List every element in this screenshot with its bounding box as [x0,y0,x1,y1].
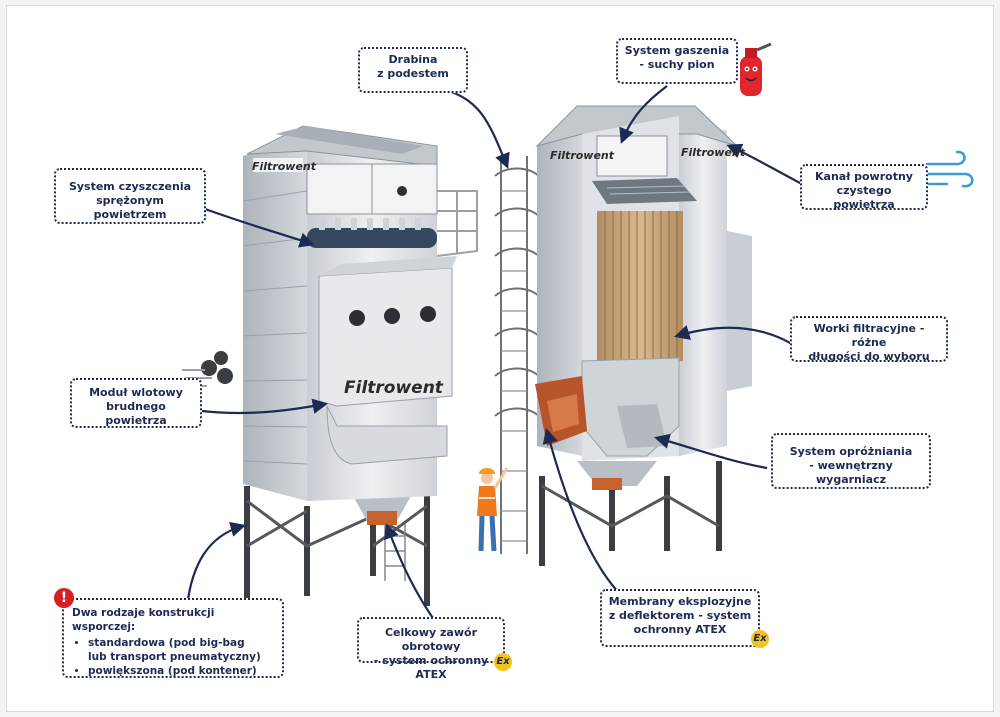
callout-ladder-line-2: z podestem [377,67,449,80]
atex-ex-icon: Ex [751,630,769,648]
smoke-icon [182,351,233,387]
callout-supports: Dwa rodzaje konstrukcji wsporczej: stand… [62,598,284,678]
callout-filter-bags-line-2: długości do wyboru [808,350,930,363]
right-filter-unit-cutaway [535,105,752,566]
page-frame: Filtrowent Filtrowent Filtrowent Filtrow… [6,5,994,712]
arrow-extinguishing [619,85,668,144]
callout-return-duct: Kanał powrotny czystego powietrza [800,164,928,211]
wind-icon [923,150,974,188]
brand-logo-top-left: Filtrowent [252,160,317,173]
rotary-valve [367,511,397,525]
callout-extinguishing-line-1: System gaszenia [624,44,730,57]
filter-bags [597,211,683,361]
callout-membranes-line-3: ochronny ATEX [633,623,727,636]
callout-ladder-line-1: Drabina [388,53,438,66]
filter-illustration [182,42,974,625]
callout-membranes-line-1: Membrany eksplozyjne [608,595,752,608]
arrow-filter-bags [674,325,793,345]
callout-compressed-air-line-1: System czyszczenia [68,180,192,193]
fire-extinguisher-icon [740,42,772,96]
arrow-return-duct [726,143,803,185]
callout-extinguishing-line-2: - suchy pion [639,58,715,71]
warning-icon: ! [54,588,74,608]
callout-discharge-line-1: System opróżniania [789,445,913,458]
callout-return-duct-line-2: czystego powietrza [833,184,895,211]
arrow-rotary-valve [384,523,438,625]
arrow-inlet [201,398,329,415]
callout-rotary-valve-line-2: - system ochronny ATEX [373,654,489,681]
arrow-supports [185,521,246,607]
arrow-compressed-air [196,204,315,248]
callout-inlet-line-2: brudnego powietrza [105,400,167,427]
callout-membranes: Membrany eksplozyjne z deflektorem - sys… [600,589,760,647]
callout-rotary-valve-line-1: Celkowy zawór obrotowy [384,626,477,653]
access-ladder [494,156,540,554]
callout-filter-bags-line-1: Worki filtracyjne - różne [813,322,925,349]
brand-logo-right-left: Filtrowent [550,149,615,162]
callout-filter-bags: Worki filtracyjne - różne długości do wy… [790,316,948,363]
arrow-discharge [654,433,768,470]
callout-rotary-valve: Celkowy zawór obrotowy - system ochronny… [357,617,505,681]
worker-figure [477,467,509,552]
supports-item-2: powiększona (pod kontener) [88,664,274,678]
callout-ladder: Drabina z podestem [358,47,468,93]
supports-item-1: standardowa (pod big-bag [88,636,274,650]
callout-compressed-air: System czyszczenia sprężonym powietrzem [54,168,206,224]
brand-logo-inlet: Filtrowent [344,378,443,398]
callout-discharge: System opróżniania - wewnętrzny wygarnia… [771,433,931,489]
callout-inlet: Moduł wlotowy brudnego powietrza [70,378,202,428]
atex-ex-icon: Ex [494,653,512,671]
left-filter-unit [242,125,478,616]
callout-membranes-line-2: z deflektorem - system [608,609,752,622]
arrow-membranes [542,428,623,597]
supports-title: Dwa rodzaje konstrukcji wsporczej: [72,607,215,633]
brand-logo-right-side: Filtrowent [681,146,746,159]
callout-compressed-air-line-2: sprężonym powietrzem [93,194,167,221]
callout-discharge-line-2: - wewnętrzny wygarniacz [809,459,893,486]
callout-extinguishing: System gaszenia - suchy pion [616,38,738,84]
callout-return-duct-line-1: Kanał powrotny [815,170,913,183]
callout-inlet-line-1: Moduł wlotowy [89,386,183,399]
supports-list: standardowa (pod big-bag lub transport p… [88,636,274,678]
supports-item-1-cont: lub transport pneumatyczny) [88,651,261,663]
